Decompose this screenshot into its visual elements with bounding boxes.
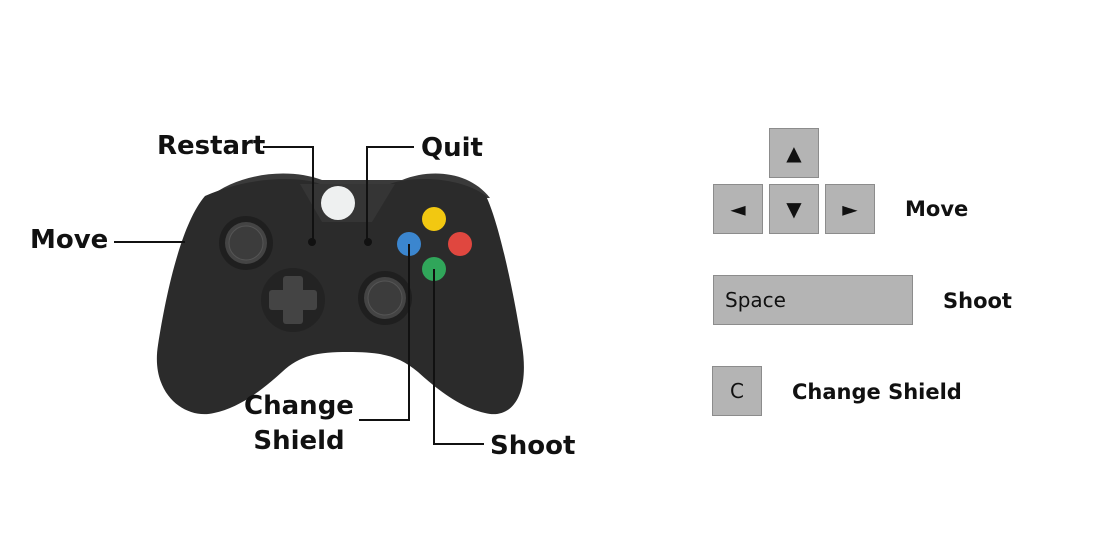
shoot-label: Shoot <box>490 431 575 461</box>
change-shield-label-line1: Change <box>244 391 354 421</box>
keyboard-shoot-label: Shoot <box>943 289 1012 313</box>
c-key: C <box>712 366 762 416</box>
arrow-left-key: ◄ <box>713 184 763 234</box>
quit-leader-line <box>366 146 414 242</box>
arrow-up-key: ▲ <box>769 128 819 178</box>
arrow-right-key: ► <box>825 184 875 234</box>
change-shield-label-line2: Shield <box>253 426 344 456</box>
restart-leader-line <box>263 146 314 242</box>
space-key: Space <box>713 275 913 325</box>
gamepad-icon <box>156 173 524 415</box>
keyboard-move-label: Move <box>905 197 969 221</box>
restart-label: Restart <box>157 131 265 161</box>
shoot-leader-line <box>433 269 484 445</box>
change-shield-leader-line <box>359 244 410 421</box>
move-label: Move <box>30 225 108 255</box>
arrow-down-key: ▼ <box>769 184 819 234</box>
quit-label: Quit <box>421 133 483 163</box>
keyboard-change-shield-label: Change Shield <box>792 380 962 404</box>
